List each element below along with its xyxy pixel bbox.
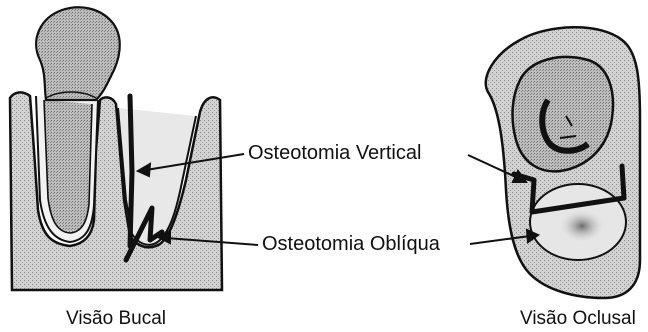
caption-buccal-view: Visão Bucal — [66, 309, 166, 328]
label-oblique-osteotomy: Osteotomia Oblíqua — [262, 234, 440, 254]
buccal-view — [10, 7, 222, 290]
occlusal-view — [486, 27, 640, 298]
tooth-crown — [36, 7, 120, 100]
caption-occlusal-view: Visão Oclusal — [520, 309, 636, 328]
tooth-root — [44, 100, 92, 233]
label-vertical-osteotomy: Osteotomia Vertical — [248, 143, 421, 163]
vertical-osteotomy-cut — [130, 96, 132, 246]
socket-shadow — [560, 210, 604, 242]
